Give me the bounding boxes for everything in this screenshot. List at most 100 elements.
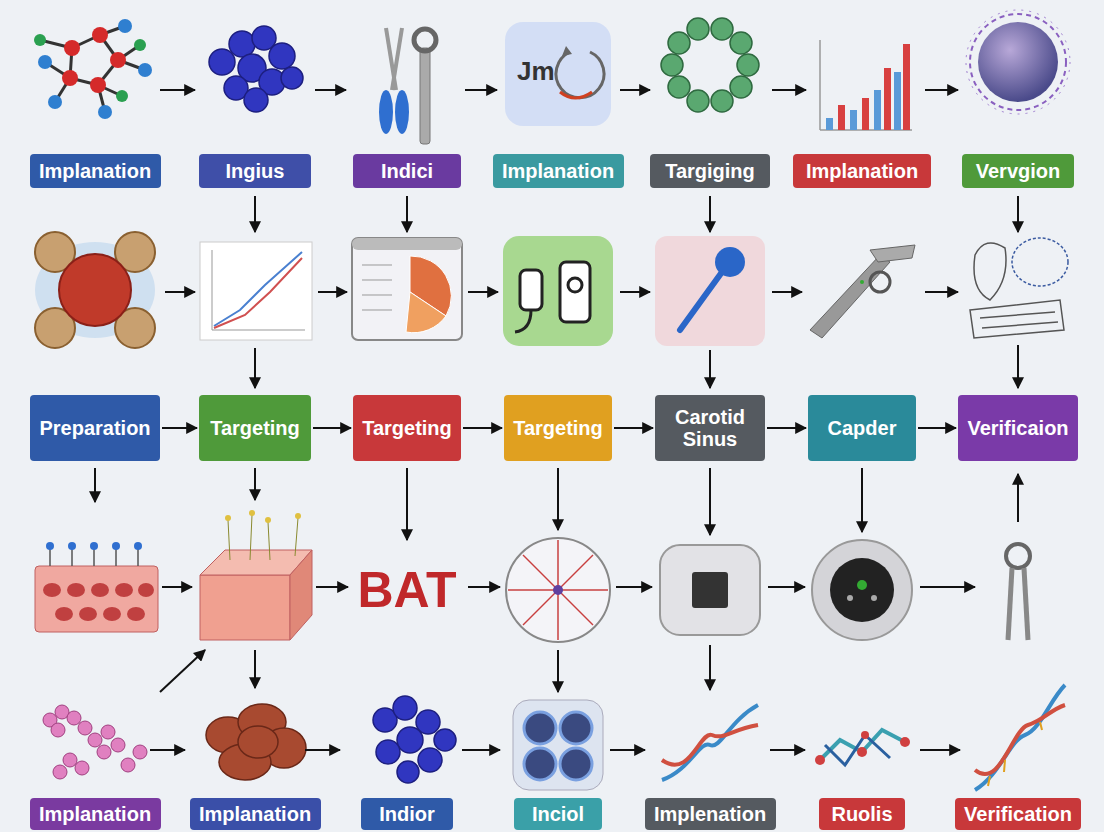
box-label: Verification xyxy=(964,803,1072,825)
nanoparticle-icon xyxy=(966,10,1070,114)
heart-sketch-icon xyxy=(970,238,1068,338)
tissue-cube-icon xyxy=(228,520,230,560)
bar-chart-icon xyxy=(850,110,857,130)
flow-arrows xyxy=(616,586,652,588)
flow-arrows xyxy=(254,348,256,388)
cell-complex-icon xyxy=(35,232,155,348)
tissue-icon xyxy=(43,583,154,621)
flow-arrows xyxy=(254,468,256,500)
process-box: Targeting xyxy=(199,395,311,461)
protein-cluster-icon xyxy=(434,729,456,751)
tissue-cube-icon xyxy=(268,522,270,560)
line-chart-icon xyxy=(212,330,305,331)
process-box: Inciol xyxy=(514,798,602,830)
molecule-icon xyxy=(98,105,112,119)
flow-arrows xyxy=(557,650,559,692)
tissue-icon xyxy=(103,607,121,621)
process-box: Implanation xyxy=(793,154,931,188)
flow-arrows xyxy=(406,196,408,232)
tissue-icon xyxy=(55,607,73,621)
box-label: Targeting xyxy=(210,417,300,439)
pie-window-icon xyxy=(362,310,392,311)
flow-arrows xyxy=(1017,196,1019,232)
ring-molecule-icon xyxy=(668,32,690,54)
flow-arrows xyxy=(462,749,500,751)
dna-icon xyxy=(662,705,758,780)
flow-arrows xyxy=(406,468,408,540)
molecule-icon xyxy=(820,730,905,760)
heart-sketch-icon xyxy=(970,300,1064,338)
pie-window-icon xyxy=(352,238,462,250)
dna-icon xyxy=(975,685,1065,790)
implant-device-icon xyxy=(692,572,728,608)
molecule-icon xyxy=(62,70,78,86)
flow-arrows xyxy=(465,89,497,91)
ring-molecule-icon xyxy=(737,54,759,76)
probe-icon xyxy=(680,272,722,330)
process-box: Preparation xyxy=(30,395,160,461)
tissue-cube-icon xyxy=(228,515,298,560)
flow-arrows xyxy=(315,89,346,91)
surgical-tools-icon xyxy=(392,28,402,90)
pie-window-icon xyxy=(406,292,446,333)
dna-icon xyxy=(988,776,990,786)
ring-molecule-icon xyxy=(661,18,759,112)
flow-arrows xyxy=(709,468,711,535)
line-chart-icon xyxy=(200,242,312,340)
protein-blob-icon xyxy=(206,704,306,780)
bar-chart-icon xyxy=(894,72,901,130)
tissue-icon xyxy=(68,542,76,550)
logo-icon xyxy=(505,22,611,126)
clip-tool-icon xyxy=(860,280,864,284)
process-box: Implanation xyxy=(30,154,161,188)
box-label: Targeting xyxy=(513,417,603,439)
peptide-cluster-icon xyxy=(75,761,89,775)
forceps-icon xyxy=(1006,544,1030,568)
tissue-icon xyxy=(93,548,95,566)
protein-cluster-icon xyxy=(229,31,255,57)
pie-window-icon xyxy=(362,280,392,281)
nanoparticle-icon xyxy=(970,14,1066,110)
box-label: Implanation xyxy=(502,160,614,182)
peptide-cluster-icon xyxy=(78,721,92,735)
flow-arrows xyxy=(772,291,802,293)
dna-icon xyxy=(988,722,1042,786)
tissue-icon xyxy=(49,548,51,566)
bar-chart-icon xyxy=(838,105,845,130)
process-box: Verificaion xyxy=(958,395,1078,461)
implant-device-icon xyxy=(660,545,760,635)
protein-cluster-icon xyxy=(373,696,456,783)
molecule-icon xyxy=(34,19,152,119)
tissue-icon xyxy=(115,548,117,566)
injector-icon xyxy=(568,278,582,292)
tissue-icon xyxy=(115,583,133,597)
injector-icon xyxy=(560,262,590,322)
tissue-icon xyxy=(35,566,158,632)
peptide-cluster-icon xyxy=(88,733,102,747)
target-circle-icon xyxy=(523,555,593,625)
flow-arrows xyxy=(709,350,711,388)
flow-arrows xyxy=(920,586,975,588)
heading-text: BAT xyxy=(357,563,456,618)
flow-arrows xyxy=(770,749,805,751)
protein-cluster-icon xyxy=(269,43,295,69)
molecule-icon xyxy=(34,19,152,119)
molecule-icon xyxy=(92,27,108,43)
process-box: Carotid Sinus xyxy=(655,395,765,461)
ring-molecule-icon xyxy=(661,54,683,76)
tissue-cube-icon xyxy=(200,575,290,640)
peptide-cluster-icon xyxy=(97,745,111,759)
cell-group-icon xyxy=(560,712,592,744)
molecule-icon xyxy=(815,730,910,765)
ring-molecule-icon xyxy=(687,90,709,112)
target-circle-icon xyxy=(506,538,610,642)
heart-sketch-icon xyxy=(974,243,1006,300)
injector-icon xyxy=(515,310,531,332)
flow-arrow xyxy=(313,427,351,429)
process-box: Implanation xyxy=(30,798,161,830)
peptide-cluster-icon xyxy=(43,705,147,779)
pie-window-icon xyxy=(352,238,462,340)
tissue-icon xyxy=(112,542,120,550)
process-box: Targeting xyxy=(353,395,461,461)
tissue-icon xyxy=(90,542,98,550)
